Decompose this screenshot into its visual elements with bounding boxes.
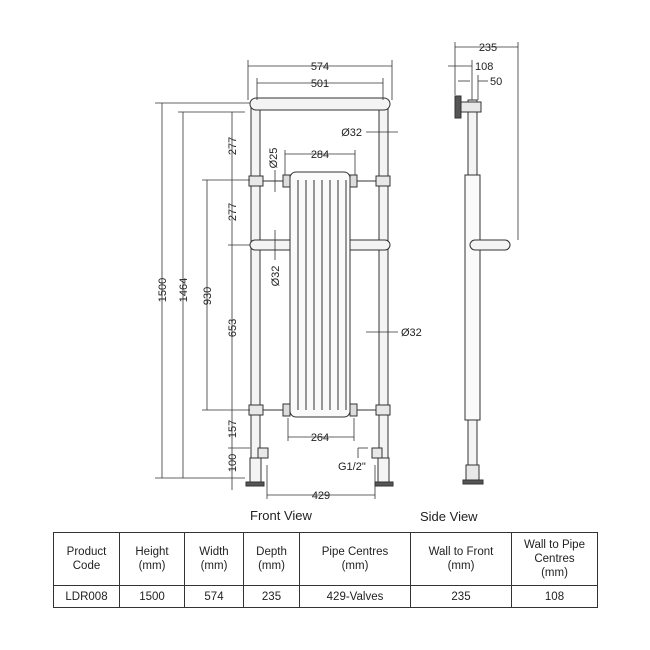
header-wall-to-front: Wall to Front(mm) — [410, 532, 512, 586]
table-row: LDR008 1500 574 235 429-Valves 235 108 — [53, 585, 598, 608]
header-depth: Depth(mm) — [243, 532, 300, 586]
dim-foot-height: 100 — [227, 454, 239, 472]
side-view-label: Side View — [420, 509, 478, 524]
cell-product-code: LDR008 — [53, 585, 120, 608]
cell-pipe-centres: 429-Valves — [299, 585, 411, 608]
dim-top-pipe-dia: Ø32 — [341, 127, 362, 139]
dim-offset: 50 — [490, 76, 502, 88]
cell-depth: 235 — [243, 585, 300, 608]
cell-width: 574 — [184, 585, 244, 608]
cell-wall-to-pipe-centres: 108 — [511, 585, 598, 608]
header-pipe-centres: Pipe Centres(mm) — [299, 532, 411, 586]
dim-rail-width: 501 — [311, 78, 329, 90]
dim-depth: 235 — [479, 42, 497, 54]
technical-drawing: 574 501 Ø32 284 Ø25 277 277 Ø32 930 653 … — [155, 42, 519, 502]
cell-wall-to-front: 235 — [410, 585, 512, 608]
dim-rail-height: 1464 — [178, 278, 190, 302]
front-view-dimension-lines — [155, 60, 398, 499]
dim-bottom-radiator-width: 264 — [311, 432, 329, 444]
front-view-radiator — [245, 97, 394, 487]
front-view-label: Front View — [250, 508, 312, 523]
dim-mid-rail-dia: Ø32 — [270, 266, 282, 287]
dim-gap-top: 277 — [227, 137, 239, 155]
dim-overall-width: 574 — [311, 61, 329, 73]
header-width: Width(mm) — [184, 532, 244, 586]
side-view-radiator — [454, 95, 511, 485]
dim-lower-span: 653 — [227, 319, 239, 337]
dim-thread: G1/2" — [338, 461, 366, 473]
dim-pipe-centres: 429 — [312, 490, 330, 502]
dim-bottom-gap: 157 — [227, 420, 239, 438]
header-height: Height(mm) — [119, 532, 185, 586]
cell-height: 1500 — [119, 585, 185, 608]
side-view-dimension-lines — [448, 42, 519, 240]
dim-overall-height: 1500 — [157, 278, 169, 302]
dim-radiator-height: 930 — [202, 287, 214, 305]
dim-gap-mid: 277 — [227, 203, 239, 221]
dim-wall-to-pipe: 108 — [475, 61, 493, 73]
dim-side-pipe-dia: Ø32 — [401, 327, 422, 339]
dim-valve-dia: Ø25 — [268, 148, 280, 169]
dim-top-radiator-width: 284 — [311, 149, 329, 161]
